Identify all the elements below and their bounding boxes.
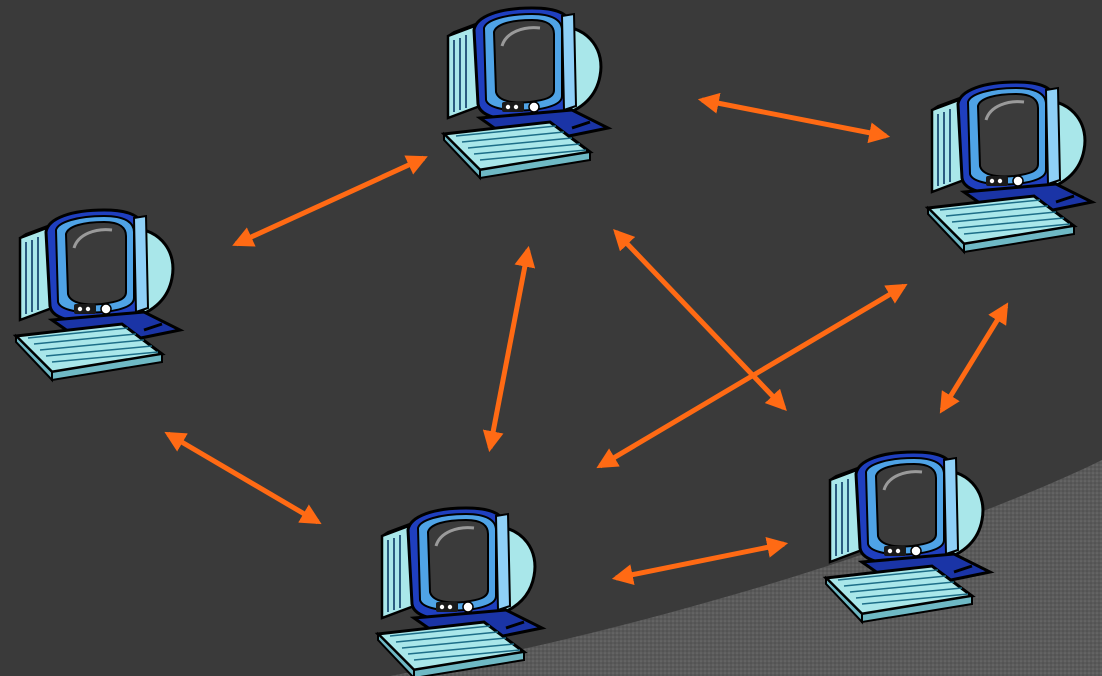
link-bottom-bottomright	[611, 537, 789, 585]
desktop-computer-icon	[14, 208, 182, 382]
desktop-computer-icon	[824, 450, 992, 624]
link-top-bottom	[482, 245, 536, 453]
desktop-computer-icon	[926, 80, 1094, 254]
link-right-bottomright	[939, 302, 1009, 414]
connections	[164, 92, 1009, 585]
link-left-bottom	[164, 431, 322, 525]
desktop-computer-icon	[442, 6, 610, 180]
decorative-corner-curve	[390, 460, 1102, 676]
link-top-right	[697, 92, 891, 144]
link-right-bottom	[596, 283, 908, 469]
desktop-computer-icon	[376, 506, 544, 676]
link-left-top	[232, 155, 428, 247]
